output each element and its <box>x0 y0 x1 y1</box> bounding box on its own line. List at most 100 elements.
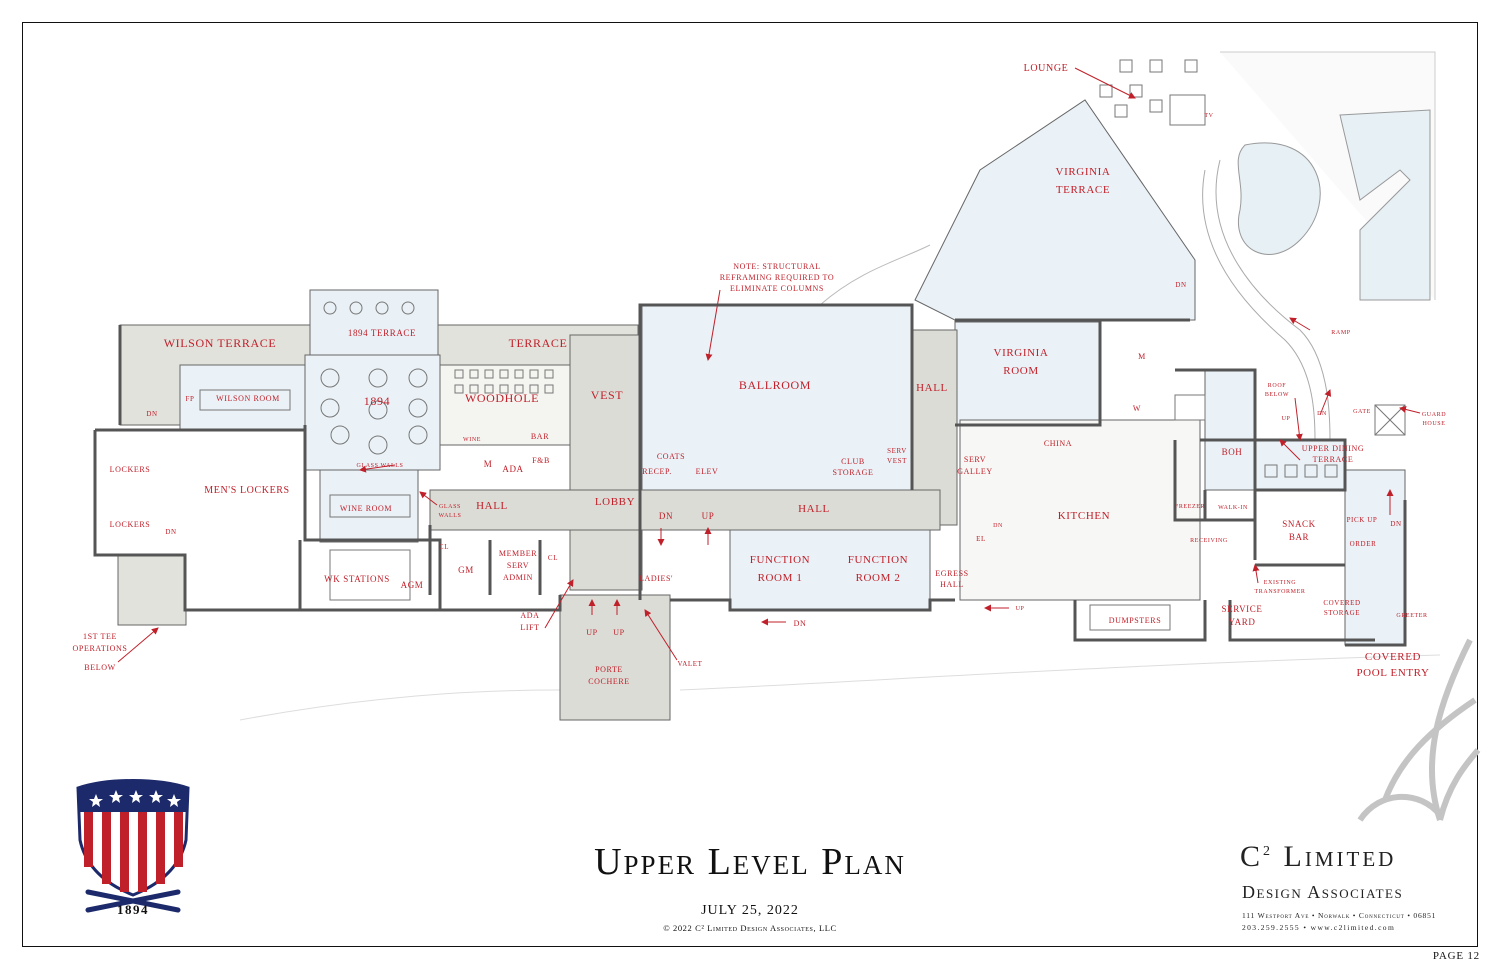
label-ladies: LADIES' <box>639 574 673 583</box>
label-dn-kitchen: DN <box>993 523 1003 529</box>
label-terrace: TERRACE <box>509 336 568 350</box>
label-mens-lockers: MEN'S LOCKERS <box>204 485 289 496</box>
label-covered-pool-entry-1: COVERED <box>1365 651 1421 663</box>
label-serv-galley-2: GALLEY <box>957 467 993 476</box>
label-tv: TV <box>1204 113 1213 119</box>
label-upper-dining-1: UPPER DINING <box>1302 444 1365 453</box>
label-function-2-2: ROOM 2 <box>856 572 901 584</box>
floor-fills <box>117 99 1406 721</box>
label-upper-dining-2: TERRACE <box>1313 455 1354 464</box>
label-greeter: GREETER <box>1396 613 1427 619</box>
label-roof-below-1: ROOF <box>1268 383 1286 389</box>
label-wine-room: WINE ROOM <box>340 504 392 513</box>
label-dn-roof: DN <box>1317 411 1327 417</box>
label-serv-galley-1: SERV <box>964 455 986 464</box>
label-cl-left: CL <box>439 543 449 551</box>
label-wilson-terrace: WILSON TERRACE <box>164 336 277 350</box>
label-member-serv-2: SERV <box>507 561 529 570</box>
label-order: ORDER <box>1350 540 1377 548</box>
label-vest: VEST <box>591 388 623 402</box>
label-w-right: W <box>1133 404 1141 413</box>
label-dn-top: DN <box>1175 281 1186 289</box>
label-serv-vest-2: VEST <box>887 457 907 465</box>
label-function-2-1: FUNCTION <box>848 554 908 566</box>
label-gm: GM <box>458 565 474 575</box>
label-covered-storage-1: COVERED <box>1323 599 1360 607</box>
firm-contact: 203.259.2555 • www.c2limited.com <box>1242 923 1396 932</box>
label-receiving: RECEIVING <box>1190 538 1228 544</box>
label-lounge: LOUNGE <box>1024 63 1069 74</box>
label-up-roof: UP <box>1282 416 1291 422</box>
label-guard-house-1: GUARD <box>1422 412 1446 418</box>
label-agm: AGM <box>401 580 424 590</box>
site-landscape <box>239 51 1441 721</box>
label-first-tee-1: 1ST TEE <box>83 632 117 641</box>
label-service-yard-1: SERVICE <box>1222 604 1263 614</box>
label-ada-lift-2: LIFT <box>520 623 539 632</box>
label-recep: RECEP. <box>642 467 672 476</box>
label-freezer: FREEZER <box>1175 504 1205 510</box>
label-gate: GATE <box>1353 409 1371 415</box>
label-wilson-room: WILSON ROOM <box>216 394 280 403</box>
club-shield-logo <box>76 779 190 913</box>
walls <box>93 303 1407 647</box>
label-kitchen: KITCHEN <box>1058 510 1110 522</box>
label-porte-cochere-2: COCHERE <box>588 677 630 686</box>
label-lockers-bottom: LOCKERS <box>110 520 151 529</box>
label-fp: FP <box>186 395 195 403</box>
firm-name-rest: Limited <box>1273 840 1397 873</box>
label-snack-bar-1: SNACK <box>1282 519 1316 529</box>
label-note-3: ELIMINATE COLUMNS <box>730 284 824 293</box>
label-up-egress: UP <box>1016 606 1025 612</box>
label-coats: COATS <box>657 452 685 461</box>
label-wk-stations: WK STATIONS <box>324 574 390 584</box>
label-porte-cochere-1: PORTE <box>595 665 623 674</box>
label-wine: WINE <box>463 437 481 443</box>
label-up-lobby: UP <box>702 511 715 521</box>
label-egress-hall-1: EGRESS <box>935 569 968 578</box>
label-dn-lobby: DN <box>659 511 673 521</box>
label-pick-up: PICK UP <box>1347 516 1378 524</box>
label-covered-pool-entry-2: POOL ENTRY <box>1356 667 1429 679</box>
label-ballroom: BALLROOM <box>739 378 811 392</box>
label-lobby: LOBBY <box>595 496 635 508</box>
label-hall-center: HALL <box>798 503 830 515</box>
firm-name: C2 Limited <box>1240 840 1460 874</box>
label-club-storage-2: STORAGE <box>833 468 874 477</box>
label-el: EL <box>976 535 986 543</box>
label-covered-storage-2: STORAGE <box>1324 609 1360 617</box>
label-ramp: RAMP <box>1331 330 1350 336</box>
label-guard-house-2: HOUSE <box>1422 421 1445 427</box>
label-glass-walls-side-2: WALLS <box>439 513 462 519</box>
label-up-left: UP <box>586 628 597 637</box>
label-first-tee-2: OPERATIONS <box>73 644 128 653</box>
label-member-serv-1: MEMBER <box>499 549 537 558</box>
label-first-tee-3: BELOW <box>84 663 115 672</box>
label-club-storage-1: CLUB <box>841 457 865 466</box>
label-service-yard-2: YARD <box>1229 617 1256 627</box>
label-hall-left: HALL <box>476 500 508 512</box>
label-transformer-2: TRANSFORMER <box>1255 589 1306 595</box>
firm-name-superscript: 2 <box>1263 844 1274 859</box>
label-bar: BAR <box>531 432 549 441</box>
label-note-1: NOTE: STRUCTURAL <box>733 262 821 271</box>
label-dn-wilson: DN <box>146 410 157 418</box>
pineapple-motif <box>1357 638 1481 822</box>
logo-year: 1894 <box>117 902 149 917</box>
label-lockers-top: LOCKERS <box>110 465 151 474</box>
room-labels: WILSON TERRACE 1894 TERRACE TERRACE WILS… <box>73 63 1446 686</box>
label-dn-pool: DN <box>1390 520 1401 528</box>
label-egress-hall-2: HALL <box>940 580 964 589</box>
label-1894-terrace: 1894 TERRACE <box>348 328 416 338</box>
copyright-notice: © 2022 C² Limited Design Associates, LLC <box>663 923 837 933</box>
label-elev: ELEV <box>696 467 719 476</box>
label-cl-right: CL <box>548 554 558 562</box>
label-serv-vest-1: SERV <box>887 447 907 455</box>
firm-address: 111 Westport Ave • Norwalk • Connecticut… <box>1242 911 1437 920</box>
label-1894: 1894 <box>364 394 390 408</box>
sheet-border <box>22 22 1478 947</box>
leader-arrows <box>117 67 1421 663</box>
label-transformer-1: EXISTING <box>1264 580 1297 586</box>
